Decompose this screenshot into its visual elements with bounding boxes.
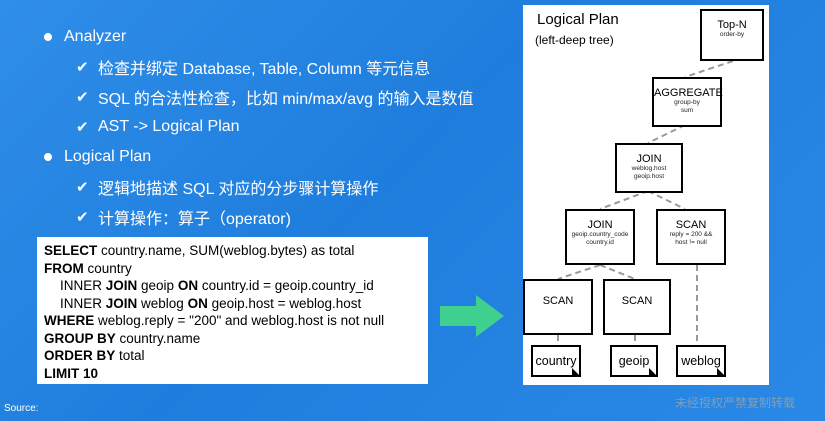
sql-from-line: FROM country [44, 260, 132, 276]
bullet-logical-plan: Logical Plan [40, 142, 510, 172]
sub-bullet: ✔计算操作：算子（operator) [76, 209, 291, 228]
sql-limit-line: LIMIT 10 [44, 365, 99, 381]
plan-title: Logical Plan [537, 11, 619, 28]
table-geoip-doc: geoip [610, 345, 658, 377]
checkmark-icon: ✔ [76, 209, 89, 226]
bullet-list: Analyzer ✔检查并绑定 Database, Table, Column … [40, 22, 510, 232]
checkmark-icon: ✔ [76, 119, 89, 136]
sub-bullet: ✔检查并绑定 Database, Table, Column 等元信息 [76, 59, 431, 78]
sql-where-line: WHERE weblog.reply = "200" and weblog.ho… [44, 313, 385, 328]
node-scan-country: SCAN [523, 279, 593, 335]
bullet-dot-icon [44, 33, 52, 41]
sub-bullet: ✔逻辑地描述 SQL 对应的分步骤计算操作 [76, 179, 379, 198]
plan-subtitle: (left-deep tree) [535, 33, 614, 47]
sql-query-box: SELECT country.name, SUM(weblog.bytes) a… [37, 237, 428, 384]
watermark: 未经授权严禁复制转载 [675, 396, 796, 410]
logical-plan-diagram: Logical Plan (left-deep tree) Top-N orde… [523, 5, 769, 385]
node-join-left: JOIN geoip.country_code country.id [565, 209, 635, 265]
source-label: Source: [4, 403, 39, 414]
sql-order-line: ORDER BY total [44, 348, 145, 363]
checkmark-icon: ✔ [76, 89, 89, 106]
sql-join-line: INNER JOIN geoip ON country.id = geoip.c… [60, 278, 374, 293]
right-arrow-icon [440, 295, 504, 337]
node-scan-geoip: SCAN [603, 279, 671, 335]
plan-edges [557, 60, 734, 345]
node-top-n: Top-N order-by [700, 9, 764, 61]
bullet-analyzer: Analyzer [40, 22, 510, 52]
node-join-top: JOIN weblog.host geoip.host [615, 143, 683, 193]
checkmark-icon: ✔ [76, 59, 89, 76]
checkmark-icon: ✔ [76, 179, 89, 196]
table-country-doc: country [531, 345, 581, 377]
sql-join-line: INNER JOIN weblog ON geoip.host = weblog… [60, 295, 362, 311]
sql-select-line: SELECT country.name, SUM(weblog.bytes) a… [44, 243, 355, 258]
bullet-dot-icon [44, 153, 52, 161]
table-weblog-doc: weblog [676, 345, 726, 377]
node-scan-filter: SCAN reply = 200 && host != null [656, 209, 726, 265]
sub-bullet: ✔AST -> Logical Plan [76, 118, 240, 136]
node-aggregate: AGGREGATE group-by sum [652, 77, 723, 127]
sub-bullet: ✔SQL 的合法性检查，比如 min/max/avg 的输入是数值 [76, 89, 474, 108]
sql-group-line: GROUP BY country.name [44, 330, 201, 346]
